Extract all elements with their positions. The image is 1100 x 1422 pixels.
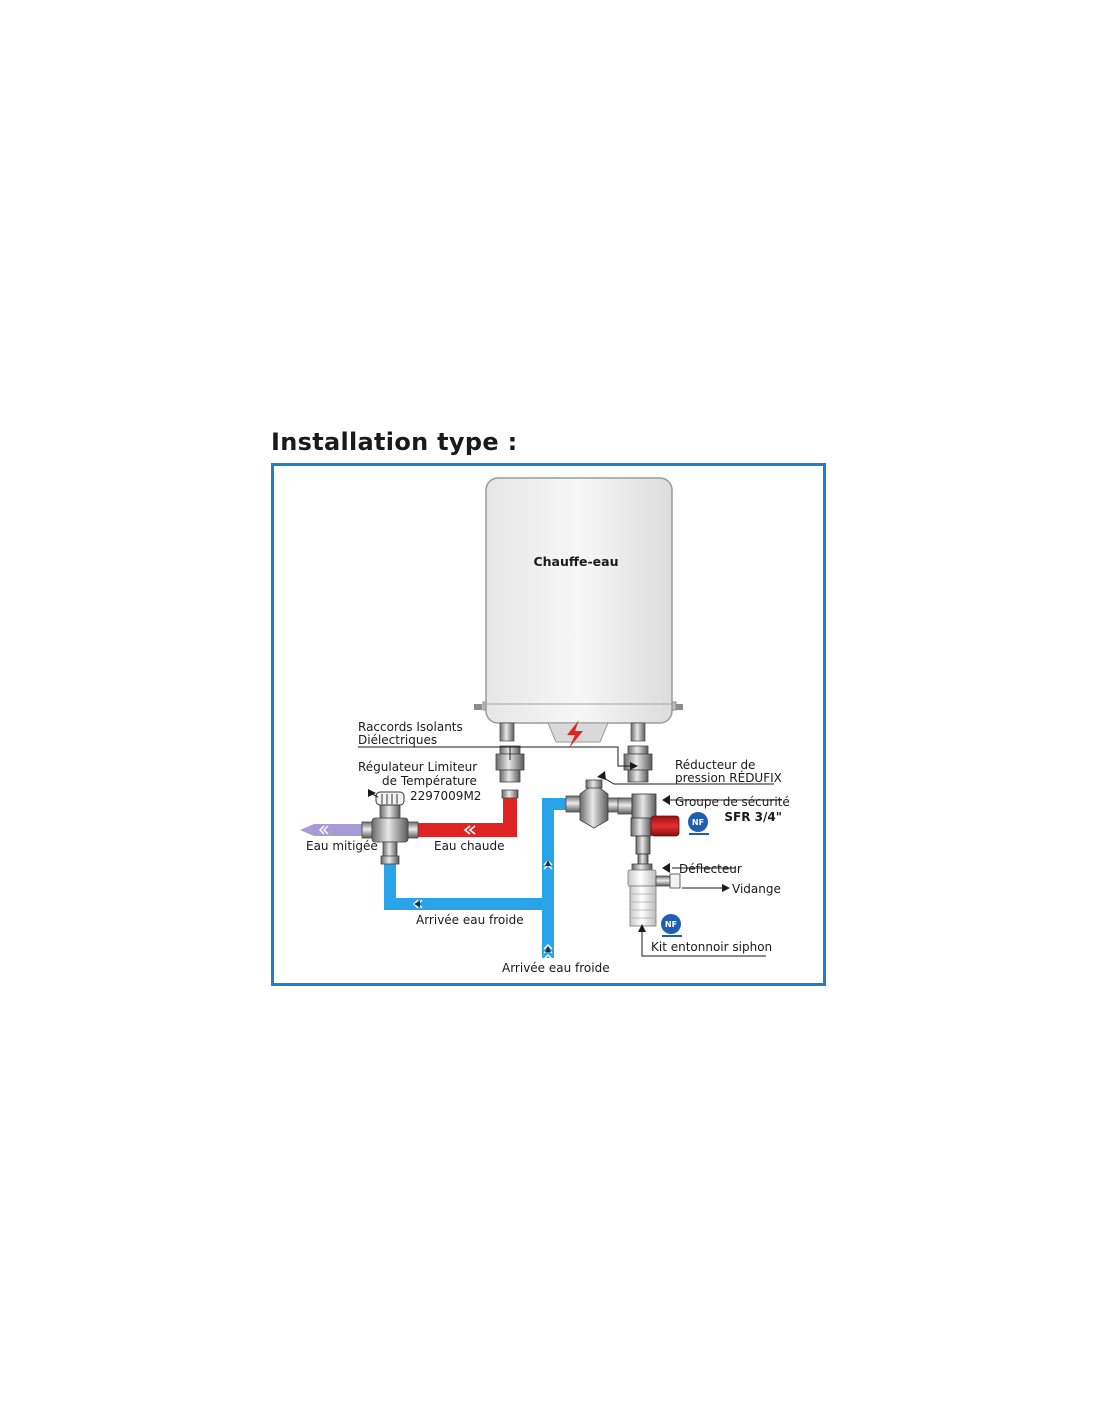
diagram-frame [271, 463, 826, 986]
hot-water-pipe [418, 789, 519, 837]
label-regulateur-1: Régulateur Limiteur [358, 760, 477, 774]
label-reducteur-2: pression RÉDUFIX [675, 770, 782, 785]
label-reducteur-1: Réducteur de [675, 758, 755, 772]
safety-group [617, 793, 680, 865]
label-deflecteur: Déflecteur [679, 862, 742, 876]
label-regulateur-ref: 2297009M2 [410, 789, 481, 803]
label-raccords-2: Diélectriques [358, 733, 437, 747]
label-eau-mitigee: Eau mitigée [306, 839, 378, 853]
label-vidange: Vidange [732, 882, 781, 896]
arrow-heads [368, 762, 730, 932]
label-arrivee-2: Arrivée eau froide [502, 961, 610, 975]
mixed-water-pipe [300, 824, 362, 836]
label-groupe-1: Groupe de sécurité [675, 795, 790, 809]
svg-text:NF: NF [692, 818, 704, 827]
label-arrivee-1: Arrivée eau froide [416, 913, 524, 927]
label-groupe-2: SFR 3/4" [724, 810, 782, 824]
heater-label: Chauffe-eau [533, 554, 618, 569]
water-heater: Chauffe-eau [474, 477, 683, 748]
label-raccords-1: Raccords Isolants [358, 720, 463, 734]
dielectric-union-hot [495, 745, 525, 783]
label-regulateur-2: de Température [382, 774, 477, 788]
leader-lines [358, 746, 782, 957]
label-eau-chaude: Eau chaude [434, 839, 505, 853]
label-kit: Kit entonnoir siphon [651, 940, 772, 954]
temperature-limiter-valve [361, 791, 419, 865]
nf-badge-kit: NF [661, 914, 682, 937]
cold-water-pipe [384, 798, 568, 960]
lightning-icon [567, 720, 583, 748]
pressure-reducer [565, 779, 621, 829]
dielectric-union-cold [623, 745, 653, 783]
svg-text:NF: NF [665, 920, 677, 929]
nf-badge-safety: NF [688, 812, 709, 835]
page-title: Installation type : [271, 428, 518, 456]
siphon-funnel-kit [627, 863, 681, 927]
